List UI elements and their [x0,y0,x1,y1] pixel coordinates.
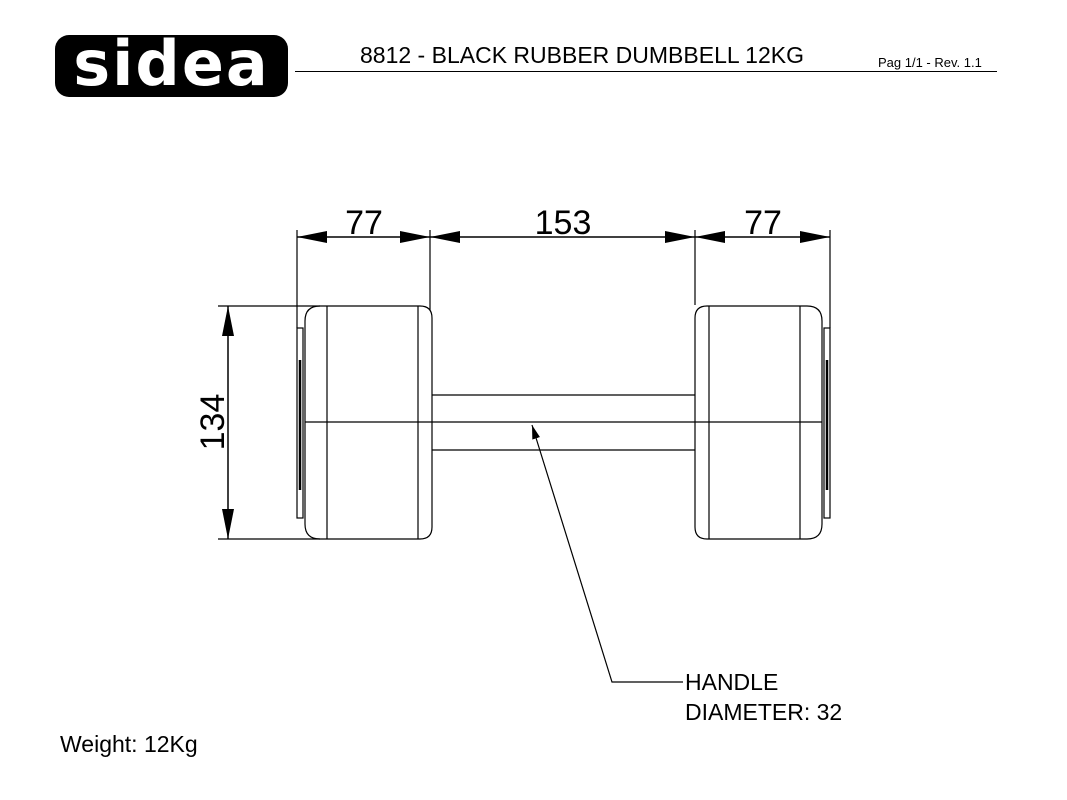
sidea-logo: sidea [55,29,288,99]
dim-left-plate: 77 [345,204,383,242]
dimension-lines [222,231,830,539]
header-rule [295,71,997,72]
handle-note-line1: HANDLE [685,669,779,695]
handle [432,394,695,451]
dim-right-plate: 77 [744,204,782,242]
weight-label: Weight: 12Kg [60,731,198,757]
dim-height: 134 [194,394,232,451]
handle-leader-line [531,424,683,683]
handle-note-line2: DIAMETER: 32 [685,699,843,725]
left-weight-plate [296,305,433,540]
dim-handle-length: 153 [535,204,592,242]
drawing-title: 8812 - BLACK RUBBER DUMBBELL 12KG [360,42,804,68]
extension-lines [218,230,831,540]
right-weight-plate [694,305,831,540]
page-revision: Pag 1/1 - Rev. 1.1 [878,55,982,70]
logo-text: sidea [73,27,270,100]
